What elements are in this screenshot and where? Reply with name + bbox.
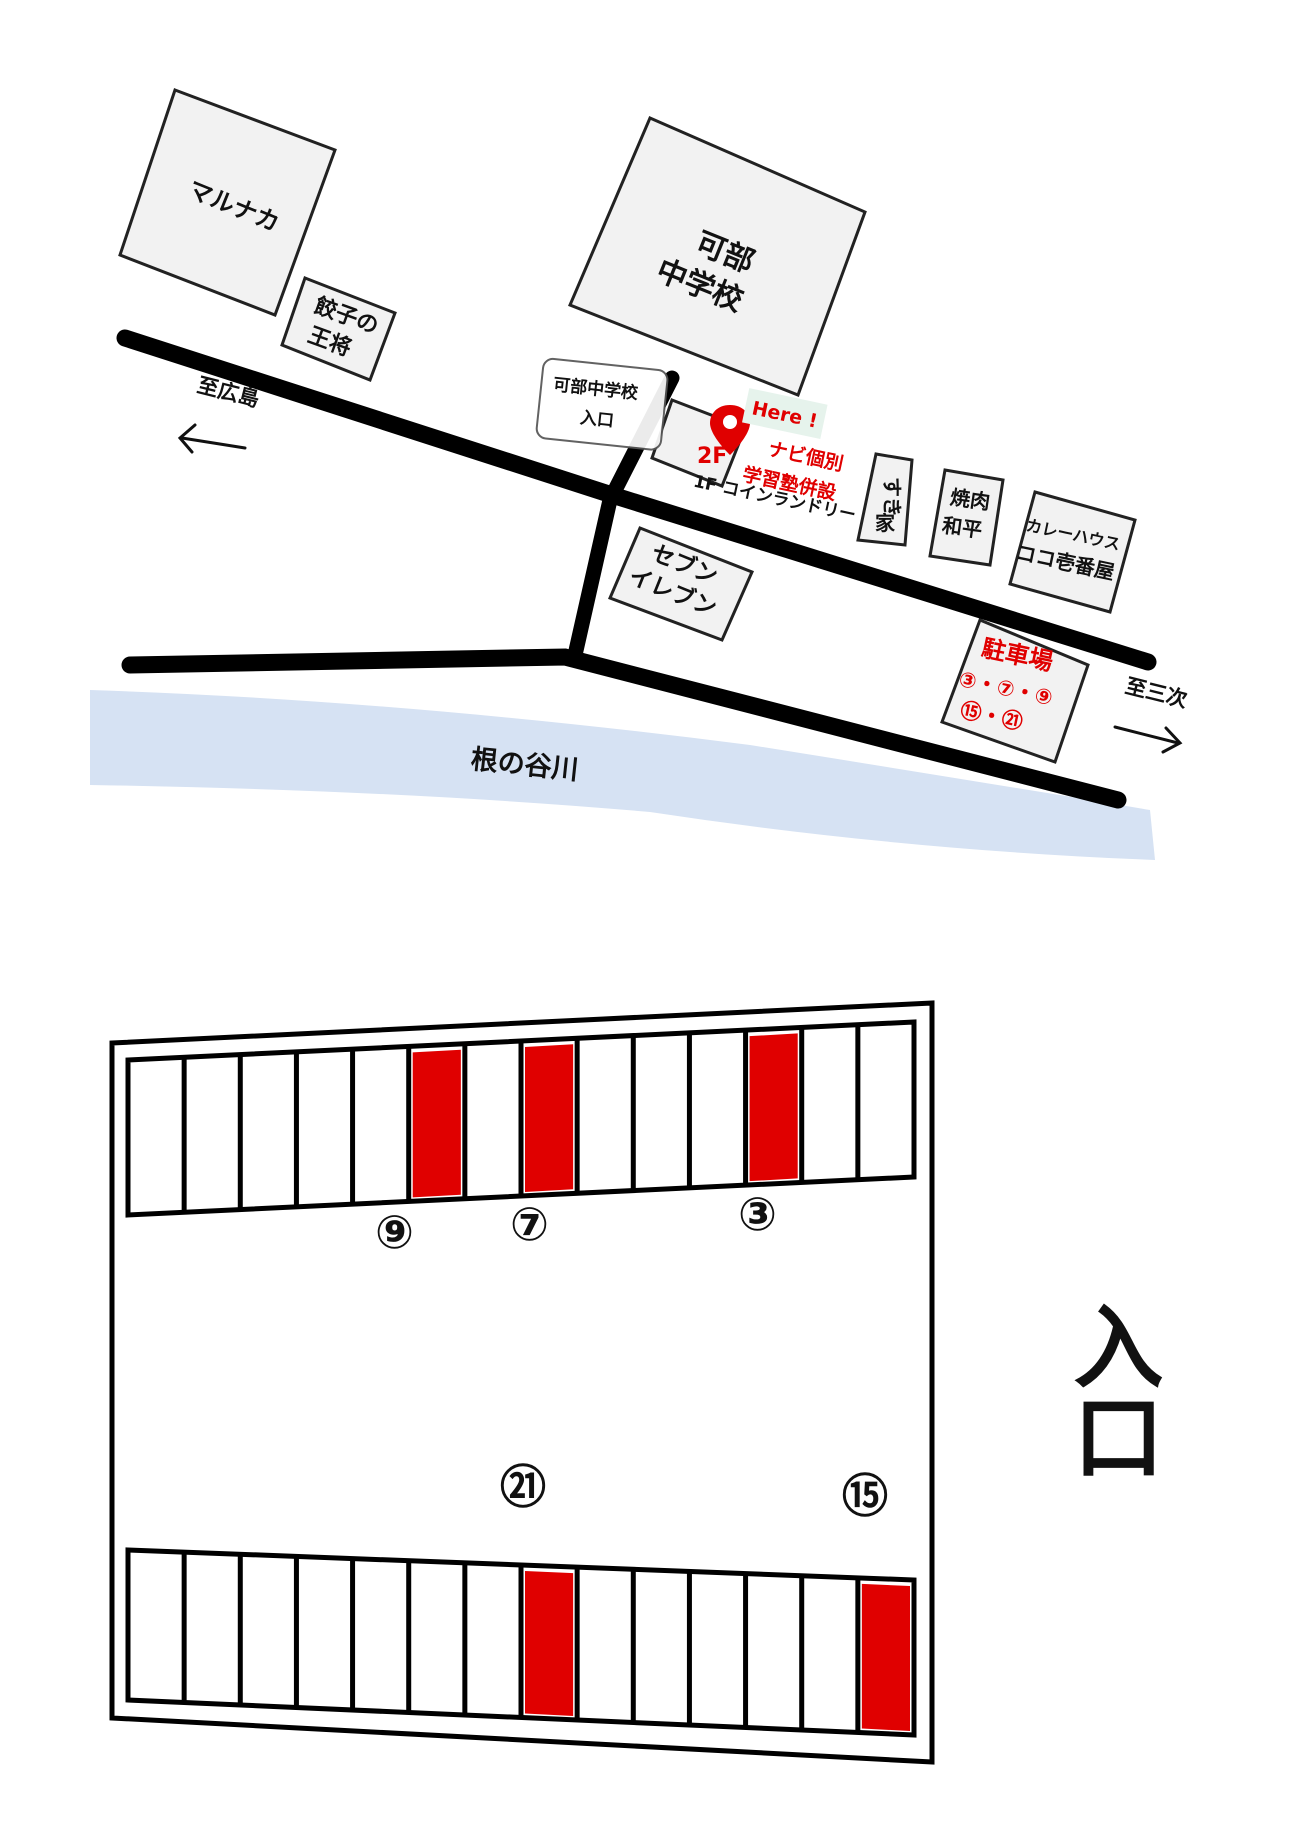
- svg-text:和平: 和平: [941, 513, 984, 542]
- building-marunaka: マルナカ: [118, 88, 337, 317]
- spot-number-3: ③: [738, 1187, 777, 1241]
- svg-text:焼肉: 焼肉: [949, 485, 992, 514]
- lot-entrance-label: 入口: [1058, 1300, 1164, 1480]
- top-row-outline: [125, 1019, 917, 1218]
- top-row-space-12: [749, 1033, 798, 1182]
- spot-number-7: ⑦: [510, 1197, 549, 1251]
- road-lower: [121, 648, 1127, 809]
- river: [90, 690, 1155, 860]
- arrow-left-icon: [177, 423, 247, 454]
- building-sukiya: すき 家: [856, 452, 914, 547]
- svg-text:㉑: ㉑: [500, 1460, 546, 1514]
- parking-lot-diagram: [109, 1000, 935, 1765]
- building-yakiniku-wahei: 焼肉 和平: [928, 468, 1005, 567]
- building-seven-eleven: セブン イレブン: [608, 526, 755, 642]
- spot-number-9: ⑨: [375, 1205, 414, 1259]
- spot-number-15: ⑮: [842, 1469, 888, 1523]
- bottom-row-space-8: [525, 1571, 574, 1716]
- svg-text:③: ③: [738, 1187, 777, 1241]
- svg-text:⑦: ⑦: [510, 1197, 549, 1251]
- building-gyoza-no-ohsho: 餃子の 王将: [280, 276, 397, 382]
- bottom-row-outline: [125, 1547, 917, 1738]
- bottom-row-space-14: [861, 1583, 910, 1731]
- building-kabe-junior-high: 可部 中学校: [568, 116, 867, 397]
- here-pin-icon: [710, 405, 750, 455]
- spot-number-21: ㉑: [500, 1460, 546, 1514]
- here-label: Here !: [742, 388, 828, 439]
- parking-lot-marker: 駐車場 ③・⑦・⑨ ⑮・㉑: [940, 618, 1090, 764]
- svg-text:家: 家: [875, 511, 896, 535]
- top-row-space-8: [525, 1044, 574, 1192]
- parking-row-top: [125, 1019, 917, 1218]
- school-entrance-sign: 可部中学校 入口: [535, 357, 669, 451]
- svg-text:⑮: ⑮: [842, 1469, 888, 1523]
- svg-text:入口: 入口: [579, 408, 615, 431]
- to-miyoshi-label: 至三次: [1123, 674, 1190, 713]
- svg-text:⑨: ⑨: [375, 1205, 414, 1259]
- parking-row-bottom: [125, 1547, 917, 1738]
- arrow-right-icon: [1113, 725, 1183, 754]
- svg-text:2F: 2F: [697, 444, 727, 469]
- building-coco-ichibanya: カレーハウス ココ壱番屋: [1008, 490, 1137, 614]
- svg-text:すき: すき: [880, 477, 904, 517]
- top-row-space-6: [412, 1049, 461, 1198]
